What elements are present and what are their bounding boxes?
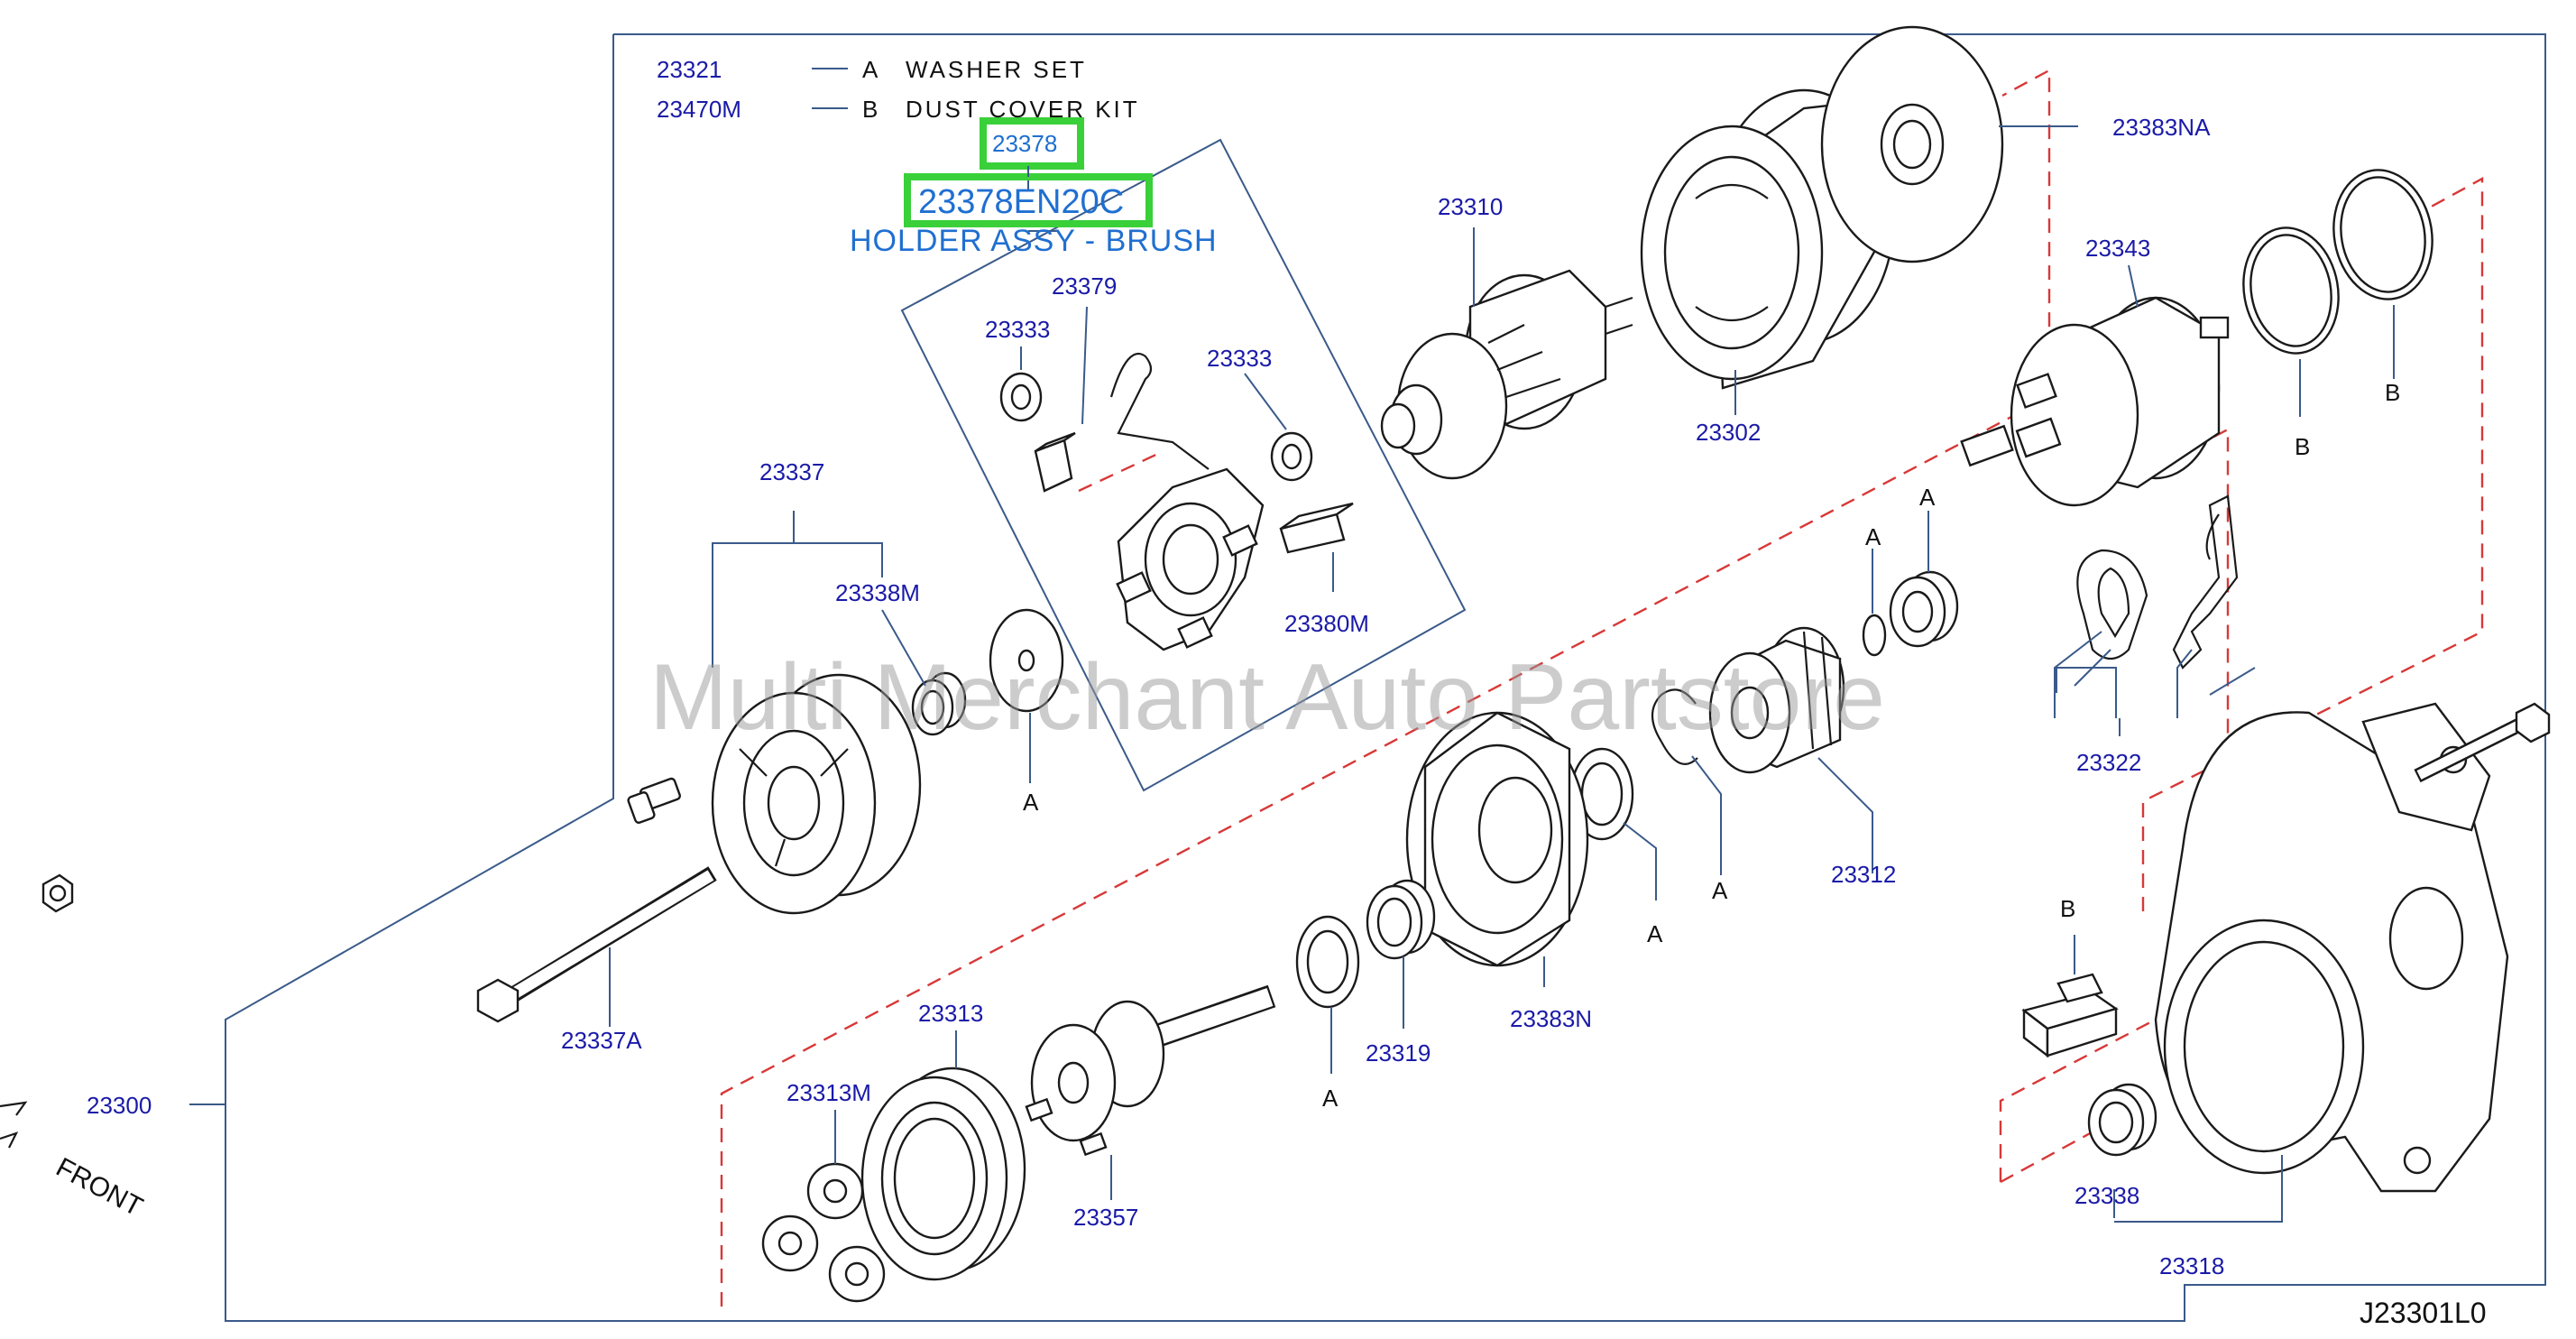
- pinion-drawing: [1708, 626, 1845, 774]
- front-housing-drawing: [2154, 702, 2509, 1193]
- label-23333-right: 23333: [1207, 345, 1272, 372]
- legend-b-description: DUST COVER KIT: [906, 96, 1140, 123]
- legend-a-letter: A: [862, 56, 880, 83]
- snap-ring-upper-drawing: [1862, 614, 1887, 657]
- label-23312: 23312: [1831, 861, 1896, 888]
- label-23319: 23319: [1366, 1039, 1431, 1067]
- planet-gear-2-drawing: [761, 1214, 819, 1272]
- letter-b-gasket-small: B: [2295, 433, 2310, 460]
- letter-a-ring-mid: A: [1712, 877, 1728, 904]
- letter-a-washer-low: A: [1322, 1085, 1339, 1112]
- label-23333-left: 23333: [985, 316, 1050, 343]
- through-bolt-drawing: [476, 866, 717, 1023]
- label-23313: 23313: [918, 1000, 983, 1027]
- letter-b-gasket-large: B: [2385, 379, 2400, 406]
- label-23338m: 23338M: [835, 579, 920, 606]
- solenoid-drawing: [1960, 296, 2230, 507]
- label-23318: 23318: [2159, 1252, 2224, 1279]
- dashed-group-housing: [2000, 1103, 2144, 1184]
- washer-a-left-drawing: [989, 608, 1064, 713]
- screw-drawing: [627, 777, 681, 824]
- bushing-23338m-drawing: [911, 671, 967, 736]
- armature-drawing: [1380, 269, 1633, 480]
- dust-cover-drawing: [2021, 973, 2119, 1058]
- front-arrow-icon: [0, 1101, 28, 1149]
- lever-set-drawing: [2076, 494, 2239, 670]
- dashed-group-gasket: [2141, 176, 2484, 911]
- label-23313m: 23313M: [787, 1079, 871, 1106]
- bearing-upper-drawing: [1889, 570, 1959, 648]
- brush-left-drawing: [1034, 431, 1076, 493]
- legend-b-part-no: 23470M: [657, 96, 741, 123]
- bushing-23338-drawing: [2087, 1083, 2157, 1157]
- gasket-small-drawing: [2242, 226, 2340, 355]
- spring-left-drawing: [999, 372, 1043, 422]
- brush-right-drawing: [1279, 502, 1354, 554]
- highlight-name: HOLDER ASSY - BRUSH: [850, 224, 1218, 258]
- brush-holder-frame: [900, 138, 1467, 792]
- brush-holder-drawing: [1109, 352, 1265, 651]
- label-23300: 23300: [87, 1092, 152, 1119]
- legend-a-description: WASHER SET: [906, 56, 1087, 83]
- highlight-callout: [904, 117, 1153, 227]
- planet-gear-1-drawing: [806, 1162, 864, 1220]
- highlight-box-part-no: [980, 117, 1084, 170]
- letter-a-washer-mid: A: [1647, 920, 1663, 947]
- dashed-group-brush: [1078, 449, 1164, 493]
- washer-low-drawing: [1295, 915, 1360, 1009]
- shaft-drawing: [1025, 984, 1276, 1157]
- label-23310: 23310: [1438, 193, 1503, 220]
- nut-icon: [41, 873, 74, 913]
- legend-a-part-no: 23321: [657, 56, 722, 83]
- label-23379: 23379: [1052, 272, 1117, 300]
- label-23337a: 23337A: [561, 1027, 642, 1054]
- drawing-code: J23301L0: [2360, 1297, 2487, 1329]
- front-label: FRONT: [51, 1152, 148, 1223]
- label-23383n: 23383N: [1510, 1005, 1592, 1032]
- letter-a-ring-upper: A: [1865, 523, 1881, 550]
- rear-cover-drawing: [711, 673, 922, 915]
- gear-housing-drawing: [1405, 711, 1589, 967]
- highlight-part-no: 23378: [992, 130, 1057, 157]
- spring-right-drawing: [1270, 431, 1313, 482]
- label-23338: 23338: [2075, 1182, 2139, 1209]
- letter-b-cover: B: [2060, 895, 2075, 922]
- label-23302: 23302: [1696, 419, 1761, 446]
- bushing-23319-drawing: [1366, 879, 1436, 960]
- watermark: Multi Merchant Auto Partstore: [649, 645, 1885, 750]
- label-23322: 23322: [2076, 749, 2141, 776]
- letter-a-washer-left: A: [1023, 789, 1039, 816]
- label-23357: 23357: [1073, 1204, 1138, 1231]
- label-23343: 23343: [2085, 235, 2150, 262]
- gasket-large-drawing: [2332, 169, 2433, 300]
- mounting-bolt-drawing: [2414, 702, 2551, 783]
- ring-gear-drawing: [860, 1067, 1026, 1281]
- label-23337: 23337: [759, 458, 824, 485]
- assembly-frame: [225, 33, 2546, 1322]
- label-23380m: 23380M: [1284, 610, 1369, 637]
- end-plate-drawing: [1820, 25, 2004, 263]
- label-23383na: 23383NA: [2112, 114, 2211, 141]
- highlight-oem-no: 23378EN20C: [918, 183, 1124, 221]
- letter-a-bearing-upper: A: [1919, 484, 1936, 511]
- planet-gear-3-drawing: [828, 1245, 886, 1303]
- leader-lines: [189, 68, 2395, 1223]
- legend-b-letter: B: [862, 96, 880, 123]
